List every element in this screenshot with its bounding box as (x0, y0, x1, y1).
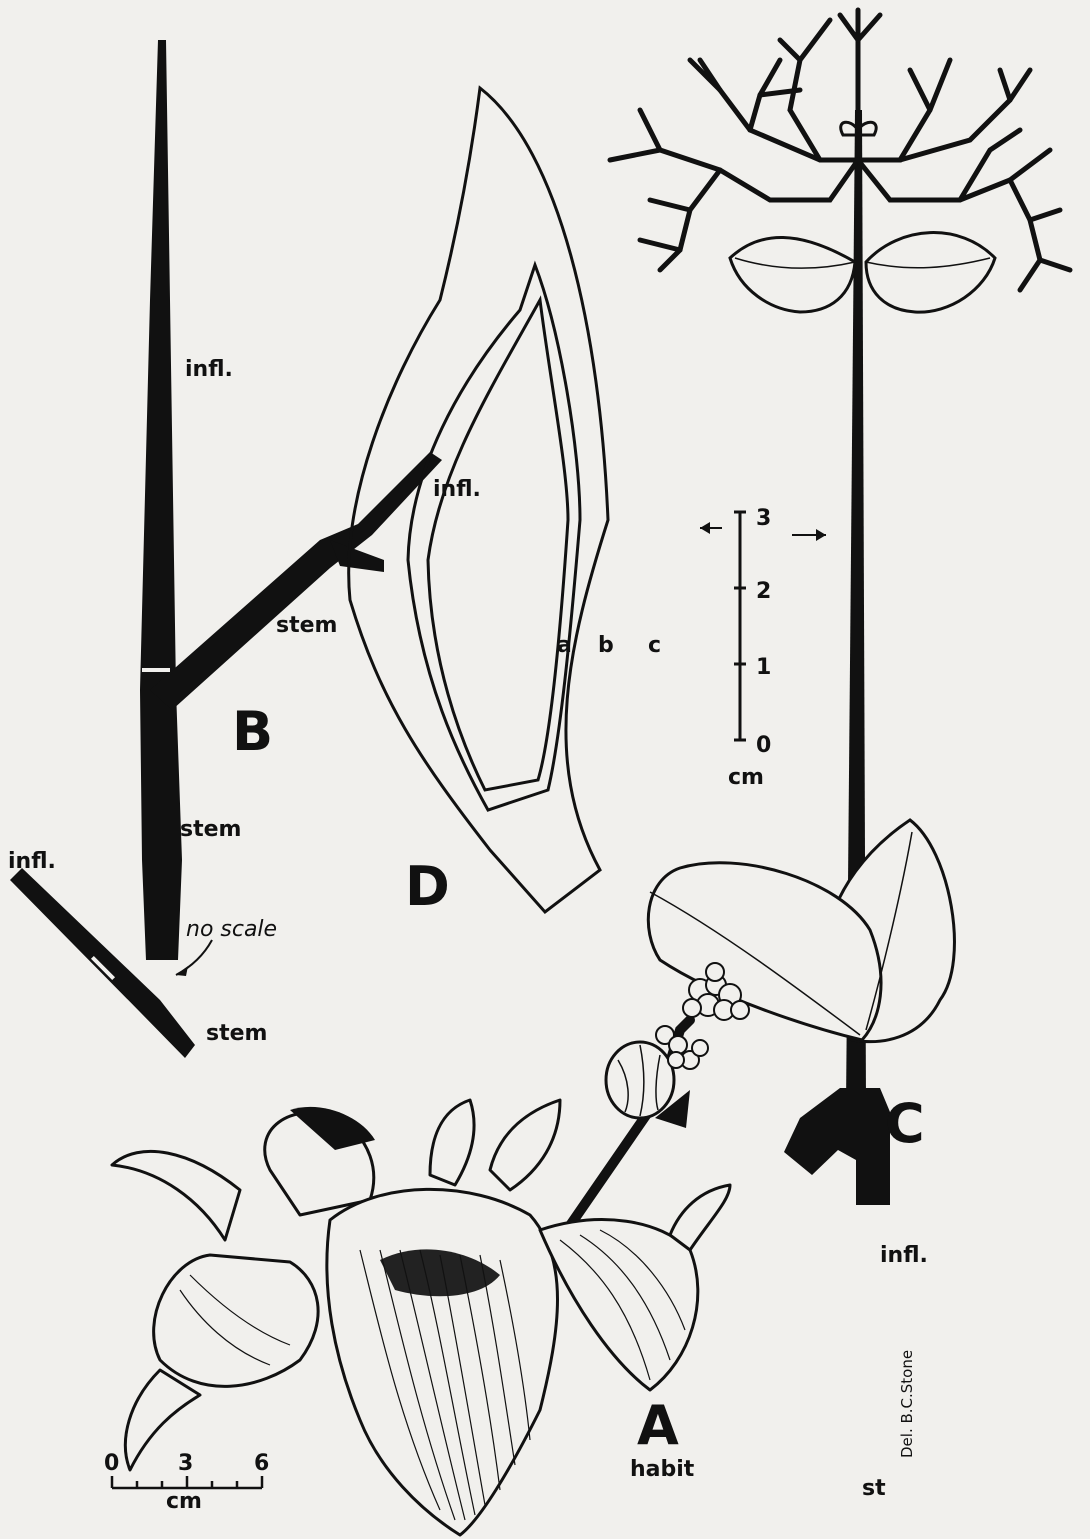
label-infl-branch: infl. (433, 477, 481, 502)
figure-c-upper-bract-right (866, 233, 995, 313)
figure-a-scale-bar (112, 1476, 262, 1488)
label-infl-left: infl. (8, 849, 56, 874)
figure-c-label-st: st (862, 1476, 886, 1501)
label-stem-bottom: stem (206, 1021, 267, 1046)
figure-d-layer-c (408, 265, 580, 810)
figure-a-scale-tick-0: 0 (104, 1451, 119, 1476)
scale-tick-2: 2 (756, 579, 771, 604)
no-scale-arrowhead (176, 966, 188, 976)
scale-tick-1: 1 (756, 655, 771, 680)
figure-c-letter: C (885, 1092, 925, 1155)
figure-a-scale-unit: cm (166, 1489, 202, 1514)
figure-b-node-mark (142, 668, 170, 672)
scale-tick-0: 0 (756, 733, 771, 758)
figure-a-letter: A (637, 1394, 679, 1457)
figure-d-layer-a (428, 300, 568, 790)
label-no-scale: no scale (186, 917, 277, 942)
scale-unit-cm: cm (728, 765, 764, 790)
figure-a: A habit 0 3 6 cm (104, 963, 749, 1535)
figure-a-fruit (606, 1042, 674, 1118)
figure-c-panicle (610, 10, 1070, 290)
figure-d-label-c: c (648, 633, 661, 658)
figure-c-upper-bract-left (730, 237, 855, 312)
no-scale-arrow (176, 940, 212, 975)
figure-d-letter: D (405, 855, 450, 918)
label-stem-branch: stem (276, 613, 337, 638)
figure-a-caption-habit: habit (630, 1457, 695, 1482)
figure-b-main-axis (140, 40, 182, 960)
figure-a-scale-tick-6: 6 (254, 1451, 269, 1476)
scale-bar-cm: 3 2 1 0 cm (700, 506, 826, 790)
figure-c-base-stem (784, 1088, 890, 1205)
figure-c-label-infl: infl. (880, 1243, 928, 1268)
figure-d-label-a: a (557, 633, 572, 658)
figure-d-label-b: b (598, 633, 614, 658)
figure-a-scale-tick-3: 3 (178, 1451, 193, 1476)
label-stem-mid: stem (180, 817, 241, 842)
scale-tick-3: 3 (756, 506, 771, 531)
artist-signature: Del. B.C.Stone (898, 1350, 916, 1458)
figure-b-branch (150, 452, 442, 710)
label-infl-top: infl. (185, 357, 233, 382)
figure-b-letter: B (232, 700, 273, 763)
